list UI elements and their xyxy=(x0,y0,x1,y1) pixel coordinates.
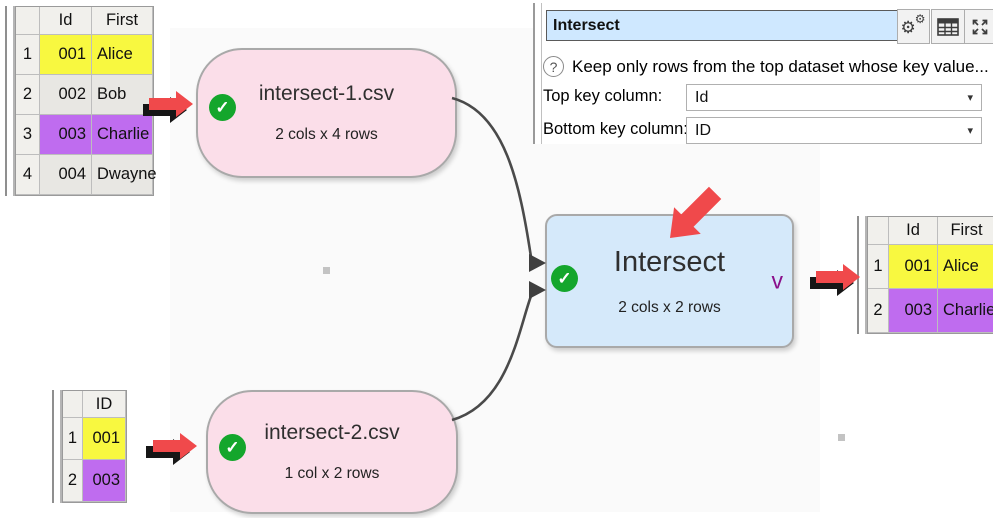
column-header[interactable]: Id xyxy=(40,7,92,35)
node-size-label: 2 cols x 2 rows xyxy=(618,298,721,316)
column-header[interactable]: ID xyxy=(83,391,126,418)
transform-name-input[interactable] xyxy=(546,10,902,41)
cell-first[interactable]: Charlie xyxy=(938,289,993,333)
panel-edge-handle xyxy=(533,3,542,144)
row-number[interactable]: 1 xyxy=(16,35,40,75)
transform-description: Keep only rows from the top dataset whos… xyxy=(572,56,989,76)
row-number[interactable]: 1 xyxy=(868,245,889,289)
table-row: 2 003 Charlie xyxy=(868,289,993,333)
grid-edge-handle xyxy=(857,216,867,334)
help-icon[interactable]: ? xyxy=(543,56,564,77)
cell-id[interactable]: 003 xyxy=(889,289,938,333)
table-row: 2 002 Bob xyxy=(16,75,153,115)
canvas-grid-dot xyxy=(323,267,330,274)
cell-id[interactable]: 003 xyxy=(40,115,92,155)
table-row: 4 004 Dwayne xyxy=(16,155,157,195)
table-row: 1 001 Alice xyxy=(868,245,993,289)
node-size-label: 1 col x 2 rows xyxy=(284,465,380,482)
check-status-icon: ✓ xyxy=(219,434,246,461)
cell-first[interactable]: Bob xyxy=(92,75,153,115)
table-row: 1 001 Alice xyxy=(16,35,153,75)
input1-data-grid[interactable]: Id First 1 001 Alice 2 002 Bob 3 003 Cha… xyxy=(5,6,157,196)
transform-settings-panel: ⚙ ⚙ ? Keep only rows from the top datase… xyxy=(533,3,993,144)
cell-first[interactable]: Alice xyxy=(938,245,993,289)
chevron-down-icon: ▾ xyxy=(967,125,973,137)
node-intersect-2-csv[interactable]: ✓ intersect-2.csv 1 col x 2 rows xyxy=(206,390,458,514)
cell-id[interactable]: 001 xyxy=(889,245,938,289)
top-key-select[interactable]: Id ▾ xyxy=(686,84,982,111)
node-title: Intersect xyxy=(613,245,726,278)
cell-id[interactable]: 003 xyxy=(83,460,126,502)
check-status-icon: ✓ xyxy=(209,94,236,121)
row-number[interactable]: 1 xyxy=(63,418,83,460)
cell-id[interactable]: 002 xyxy=(40,75,92,115)
table-row: 1 001 xyxy=(63,418,126,460)
column-header[interactable]: First xyxy=(92,7,153,35)
node-title: intersect-1.csv xyxy=(258,82,395,105)
row-number[interactable]: 2 xyxy=(63,460,83,502)
corner-cell[interactable] xyxy=(868,217,889,245)
expand-icon xyxy=(972,19,987,34)
cell-id[interactable]: 001 xyxy=(83,418,126,460)
corner-cell[interactable] xyxy=(16,7,40,35)
row-number[interactable]: 2 xyxy=(16,75,40,115)
cell-first[interactable]: Alice xyxy=(92,35,153,75)
table-row: 3 003 Charlie xyxy=(16,115,153,155)
maximize-button[interactable] xyxy=(964,9,993,44)
row-number[interactable]: 2 xyxy=(868,289,889,333)
row-number[interactable]: 3 xyxy=(16,115,40,155)
node-size-label: 2 cols x 4 rows xyxy=(275,126,378,143)
grid-edge-handle xyxy=(5,6,15,196)
cell-first[interactable]: Charlie xyxy=(92,115,153,155)
expand-node-marker[interactable]: v xyxy=(771,267,784,294)
row-number[interactable]: 4 xyxy=(16,155,40,195)
table-row: 2 003 xyxy=(63,460,126,502)
node-intersect-1-csv[interactable]: ✓ intersect-1.csv 2 cols x 4 rows xyxy=(196,48,457,178)
cell-id[interactable]: 004 xyxy=(40,155,92,195)
node-title: intersect-2.csv xyxy=(264,421,400,444)
bottom-key-value: ID xyxy=(695,121,711,139)
chevron-down-icon: ▾ xyxy=(967,92,973,104)
settings-button[interactable]: ⚙ ⚙ xyxy=(897,9,930,44)
cell-id[interactable]: 001 xyxy=(40,35,92,75)
canvas-grid-dot xyxy=(838,434,845,441)
bottom-key-label: Bottom key column: xyxy=(543,120,688,138)
column-header[interactable]: First xyxy=(938,217,993,245)
gear-icon: ⚙ ⚙ xyxy=(900,11,926,37)
show-table-button[interactable] xyxy=(931,9,965,44)
top-key-value: Id xyxy=(695,88,709,106)
input2-data-grid[interactable]: ID 1 001 2 003 xyxy=(52,390,127,503)
bottom-key-select[interactable]: ID ▾ xyxy=(686,117,982,144)
column-header[interactable]: Id xyxy=(889,217,938,245)
cell-first[interactable]: Dwayne xyxy=(92,155,157,195)
result-data-grid[interactable]: Id First 1 001 Alice 2 003 Charlie xyxy=(857,216,993,334)
check-status-icon: ✓ xyxy=(551,265,578,292)
node-intersect[interactable]: ✓ Intersect 2 cols x 2 rows v xyxy=(545,214,794,348)
table-icon xyxy=(937,17,959,36)
grid-edge-handle xyxy=(52,390,62,503)
corner-cell[interactable] xyxy=(63,391,83,418)
top-key-label: Top key column: xyxy=(543,87,663,105)
